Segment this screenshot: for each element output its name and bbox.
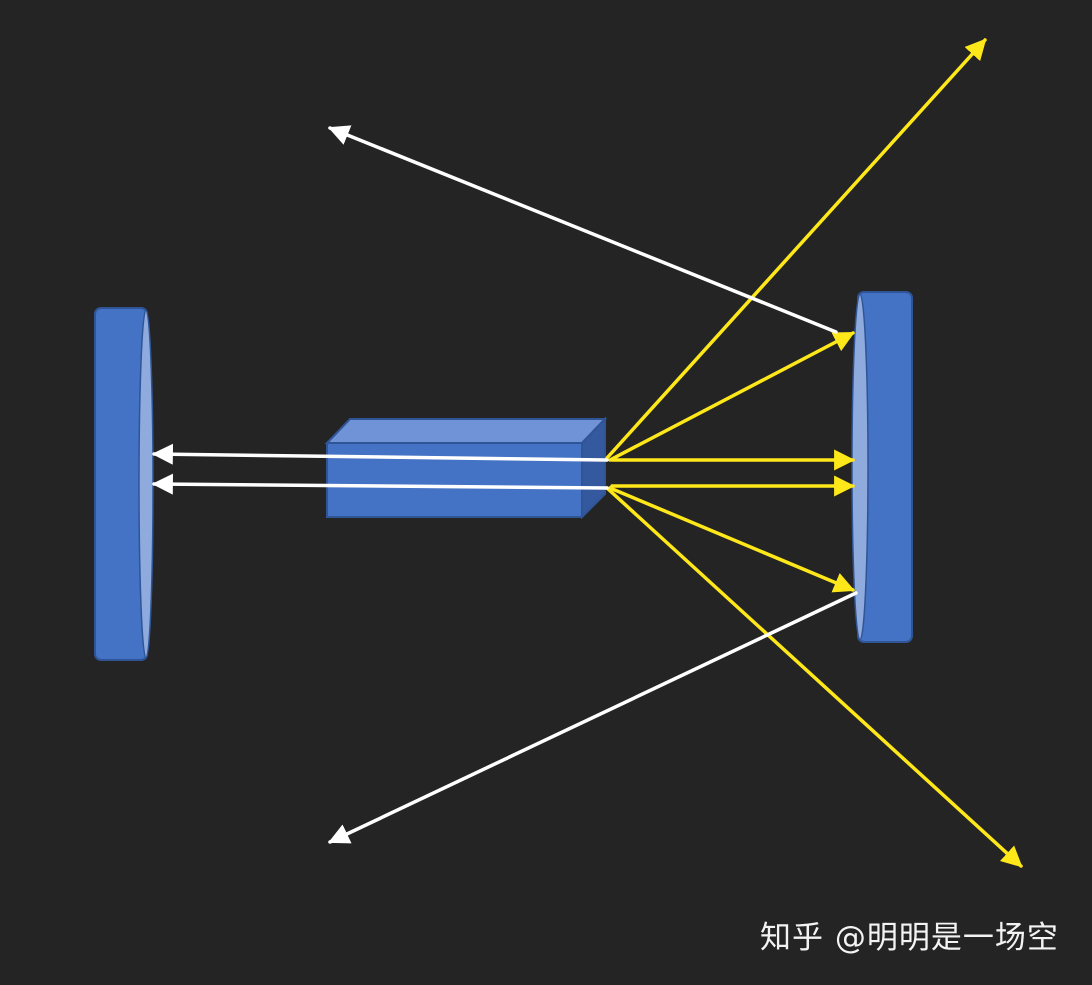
yellow-beam-to-mirror-upper: [608, 331, 855, 462]
crystal-top-face: [324, 418, 608, 444]
yellow-beam-escape-bottom: [605, 486, 1023, 868]
right-mirror: [851, 291, 913, 643]
right-mirror-face: [851, 293, 869, 641]
white-beam-axial-upper: [151, 443, 609, 465]
yellow-beam-to-mirror-lower: [608, 486, 855, 593]
yellow-beams: [605, 38, 1023, 868]
left-mirror-face: [138, 309, 154, 659]
left-mirror: [94, 307, 154, 661]
watermark: 知乎 @明明是一场空: [760, 920, 1059, 956]
white-beams: [151, 125, 858, 844]
white-beam-reflected-down: [328, 591, 858, 844]
white-beam-reflected-up: [328, 125, 838, 334]
gain-crystal: [324, 416, 608, 520]
crystal-front-face: [326, 442, 583, 518]
yellow-beam-escape-top: [605, 38, 987, 460]
white-beam-axial-lower: [151, 473, 609, 495]
